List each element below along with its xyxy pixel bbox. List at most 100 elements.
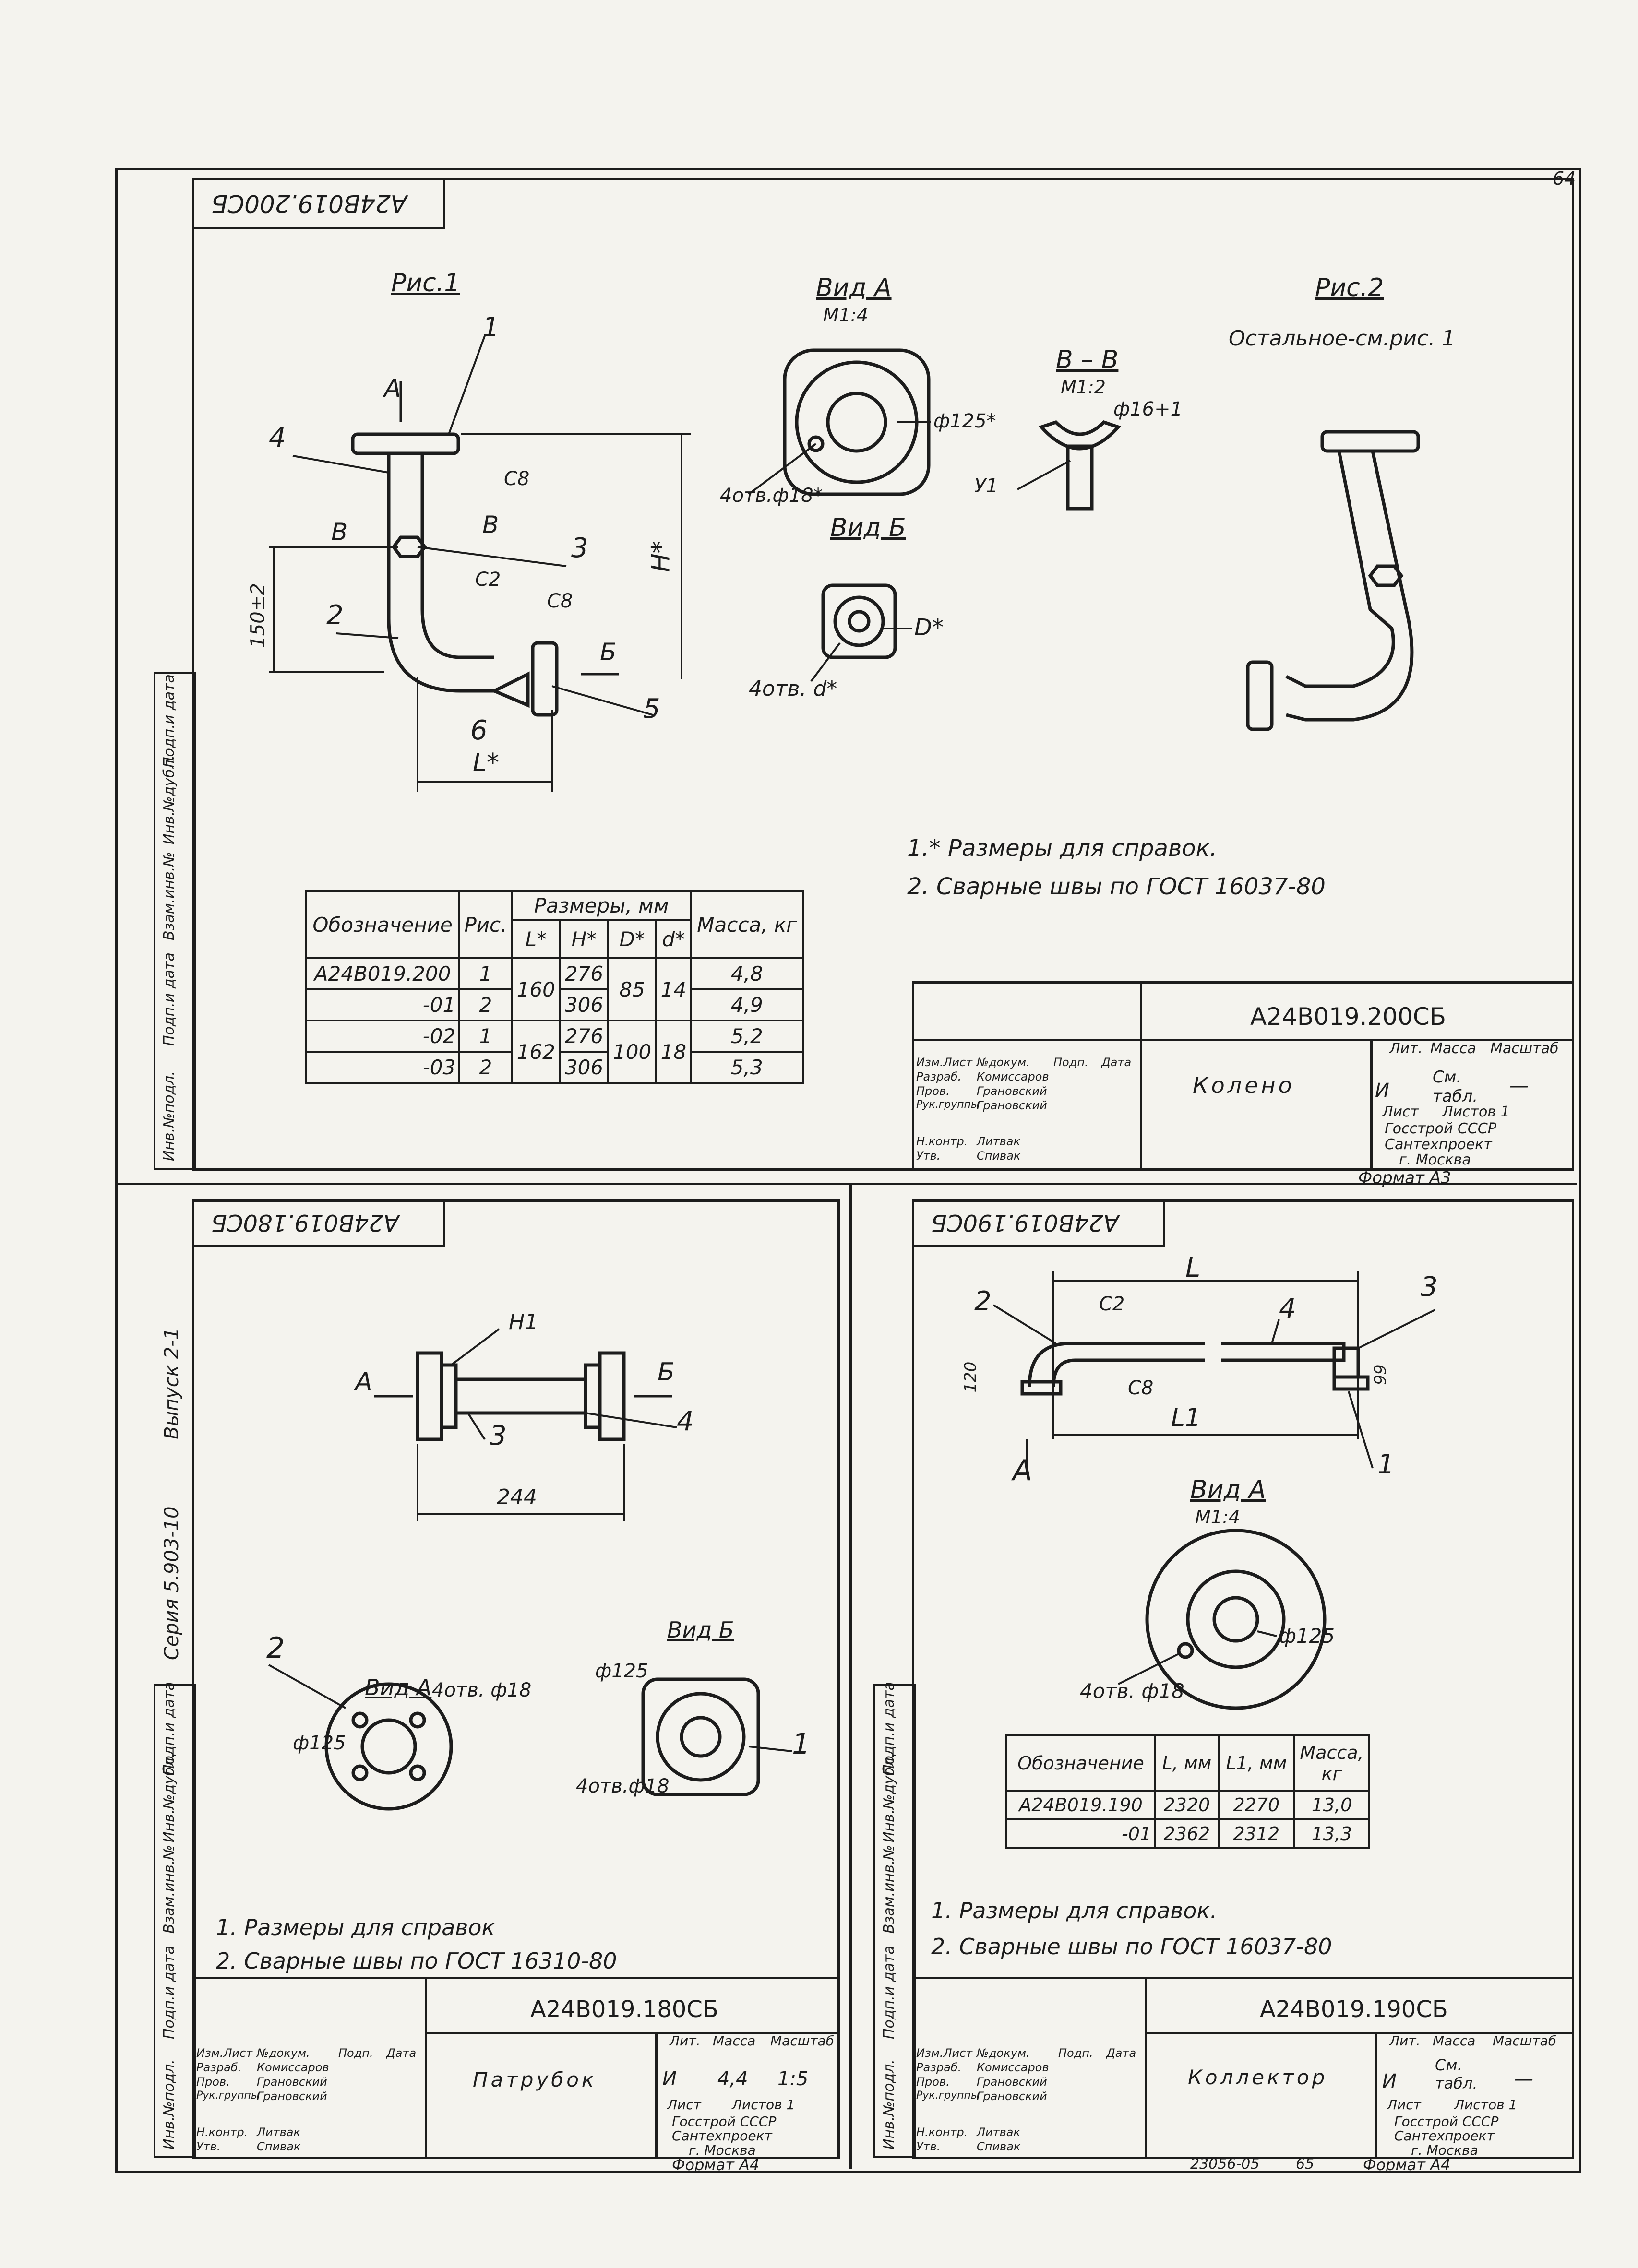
s2-view-a: Вид А [365,1674,432,1700]
table-row: -01 2362 2312 13,3 [1005,1818,1370,1849]
pos-1: 1 [482,312,500,343]
table-row: -01 2 306 4,9 [304,988,804,1021]
page-number: 64 [1553,168,1576,189]
pos-2: 2 [326,600,344,631]
s3-view-a: Вид А [1190,1475,1266,1504]
s3-c8: С8 [1128,1377,1154,1399]
label-b-left: В [331,518,348,546]
s2-dim244: 244 [497,1485,537,1509]
pos-6: 6 [470,715,488,746]
dim-phi125: ф125* [933,410,996,432]
sheet2-note-1: 1. Размеры для справок [216,1914,495,1940]
sheet2-format: Формат А4 [672,2156,760,2174]
s2-pos2: 2 [266,1631,285,1665]
table-row: -03 2 306 5,3 [304,1051,804,1084]
s3-dim120: 120 [961,1361,980,1393]
label-b-right: В [482,511,499,539]
th-dims: Размеры, мм [511,890,692,921]
th-h: H* [559,919,610,959]
section-bb-scale: М1:2 [1061,377,1106,398]
s2-view-b: Вид Б [667,1617,734,1643]
table-row: -02 1 162 276 100 18 5,2 [304,1020,804,1084]
s3-c2: С2 [1099,1293,1125,1315]
pos-5: 5 [643,693,660,724]
s3-l: L [1185,1252,1201,1283]
dim-phi16: ф16+1 [1113,398,1183,420]
s3-holes18: 4отв. ф18 [1080,1679,1184,1703]
dim-l-star: L* [473,748,499,777]
view-b-title: Вид Б [830,513,906,542]
sheet3-note-2: 2. Сварные швы по ГОСТ 16037-80 [931,1934,1332,1959]
pos-4: 4 [269,422,286,453]
th-dd: d* [655,919,692,959]
th-d: D* [607,919,658,959]
sheet3-title-block: А24В019.190СБ Коллектор Лит. Масса Масшт… [912,1977,1574,2159]
s2-pos4: 4 [677,1406,694,1437]
sheet3-note-1: 1. Размеры для справок. [931,1898,1217,1924]
middle-divider [115,1183,1577,1185]
th-fig: Рис. [458,890,513,959]
fig2-title: Рис.2 [1315,273,1384,302]
th-designation: Обозначение [304,890,461,959]
s2-pos3: 3 [490,1420,507,1451]
dim-holes18: 4отв.ф18* [720,485,823,507]
s3-pos4: 4 [1279,1293,1296,1324]
stamp1-name: Колено [1193,1072,1295,1098]
s3-pos2: 2 [974,1286,992,1317]
outer-frame [115,168,1581,2173]
sheet1-note-1: 1.* Размеры для справок. [907,835,1217,862]
sheet1-size-table: Обозначение Рис. Размеры, мм Масса, кг L… [304,890,804,1084]
fig2-note: Остальное-см.рис. 1 [1229,326,1456,351]
table-row: А24В019.200 1 160 276 85 14 4,8 [304,957,804,1021]
pos-3: 3 [571,533,588,564]
sheet1-title-block: А24В019.200СБ Колено Лит. Масса Масштаб … [912,981,1574,1171]
label-a: А [384,374,401,403]
s2-h1: Н1 [509,1310,538,1334]
view-a-title: Вид А [816,273,892,302]
weld-c8-top: С8 [504,468,530,490]
sheet2-code-box [192,1199,445,1247]
s3-view-a-scale: М1:4 [1195,1507,1240,1528]
view-a-scale: М1:4 [823,305,868,326]
sheet1-format: Формат А3 [1358,1168,1451,1187]
th-l: L* [511,919,561,959]
sheet2-title-block: А24В019.180СБ Патрубок Лит. Масса Масшта… [192,1977,840,2159]
label-b-arrow: Б [600,638,617,666]
weld-c8-bottom: С8 [547,590,573,612]
s3-dim99: 99 [1371,1364,1390,1385]
s2-holes18a: 4отв. ф18 [432,1679,532,1701]
side-strip-3 [873,1684,916,2158]
s3-phi125: ф125 [1279,1624,1335,1648]
dim-d-star: D* [914,614,944,641]
s3-pos1: 1 [1377,1449,1395,1480]
s2-a: А [355,1367,372,1396]
sheet3-format: Формат А4 [1363,2156,1451,2174]
s2-b: Б [658,1358,675,1387]
sheet1-note-2: 2. Сварные швы по ГОСТ 16037-80 [907,873,1326,900]
center-divider [849,1183,852,2169]
sheet1-code-box [192,178,445,229]
table-row: А24В019.190 2320 2270 13,0 [1005,1790,1370,1820]
s3-l1: L1 [1171,1403,1201,1432]
s2-phi125b: ф125 [595,1660,648,1682]
mark-y1: У1 [974,475,998,497]
fig1-title: Рис.1 [391,269,460,297]
sheet3-size-table: Обозначение L, мм L1, мм Масса, кг А24В0… [1005,1734,1370,1849]
s2-holes18b: 4отв.ф18 [576,1775,670,1797]
side-strip-2 [154,1684,196,2158]
sheet3-code-box [912,1199,1165,1247]
sheet2-note-2: 2. Сварные швы по ГОСТ 16310-80 [216,1948,617,1974]
sheet1-frame [192,178,1574,1171]
side-strip-1 [154,672,196,1170]
stamp1-code: А24В019.200СБ [1250,1003,1447,1031]
section-bb-title: В – В [1056,345,1119,374]
s3-a: А [1013,1454,1033,1487]
th-mass: Масса, кг [690,890,804,959]
dim-holes-d: 4отв. d* [749,677,837,701]
s2-phi125a: ф125 [293,1732,346,1754]
weld-c2: С2 [475,569,501,591]
footer-page: 65 [1296,2156,1315,2173]
